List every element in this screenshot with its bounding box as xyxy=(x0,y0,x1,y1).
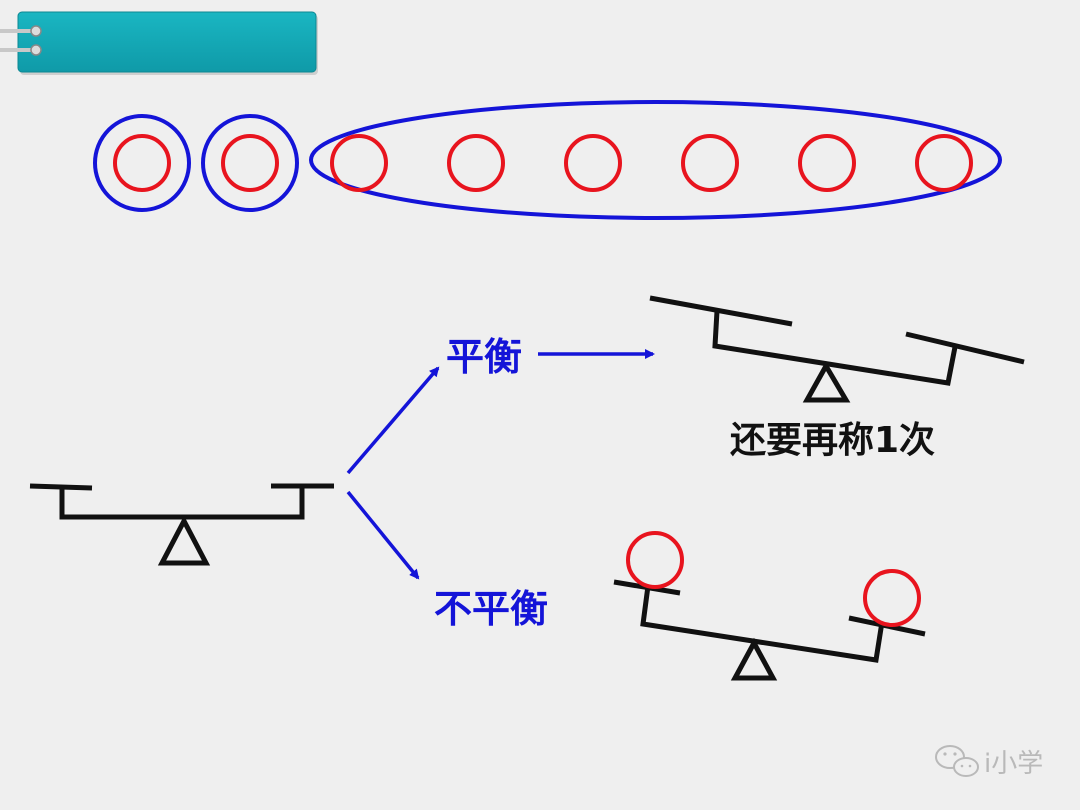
fulcrum-triangle xyxy=(802,360,851,403)
arrow-to-unbalanced xyxy=(346,490,420,580)
arrow-to-balanced xyxy=(346,366,440,475)
coin-circle xyxy=(221,134,279,192)
start-scale xyxy=(29,483,334,566)
coin-circle xyxy=(447,134,505,192)
fulcrum-triangle xyxy=(157,515,211,566)
header-tab xyxy=(0,11,318,75)
wechat-icon xyxy=(935,745,979,777)
scale-beam xyxy=(712,310,958,386)
unbalanced-scale xyxy=(613,531,926,681)
coin-group-1 xyxy=(93,114,191,212)
coin-circle xyxy=(798,134,856,192)
watermark-text: i小学 xyxy=(984,749,1043,779)
scale-beam xyxy=(59,487,305,520)
coin-circle xyxy=(330,134,388,192)
binder-ring-icon xyxy=(0,25,42,37)
coin-circle xyxy=(626,531,684,589)
balanced-scale xyxy=(649,295,1025,403)
coin-circle xyxy=(564,134,622,192)
group-outline xyxy=(201,114,299,212)
coin-circle xyxy=(113,134,171,192)
weigh-again-note: 还要再称1次 xyxy=(730,420,935,461)
coin-circle xyxy=(681,134,739,192)
group-outline xyxy=(309,100,1002,220)
right-pan xyxy=(905,331,1025,365)
binder-ring-icon xyxy=(0,44,42,56)
coin-circle xyxy=(915,134,973,192)
unbalanced-label: 不平衡 xyxy=(434,587,548,631)
coin-row xyxy=(93,100,1002,220)
left-pan xyxy=(649,295,793,327)
coin-circle xyxy=(863,569,921,627)
coin-group-2 xyxy=(201,114,299,212)
watermark: i小学 xyxy=(935,745,1043,779)
fulcrum-triangle xyxy=(730,637,778,681)
scale-beam xyxy=(640,585,885,663)
coin-group-3 xyxy=(309,100,1002,220)
balanced-label: 平衡 xyxy=(446,335,522,379)
group-outline xyxy=(93,114,191,212)
